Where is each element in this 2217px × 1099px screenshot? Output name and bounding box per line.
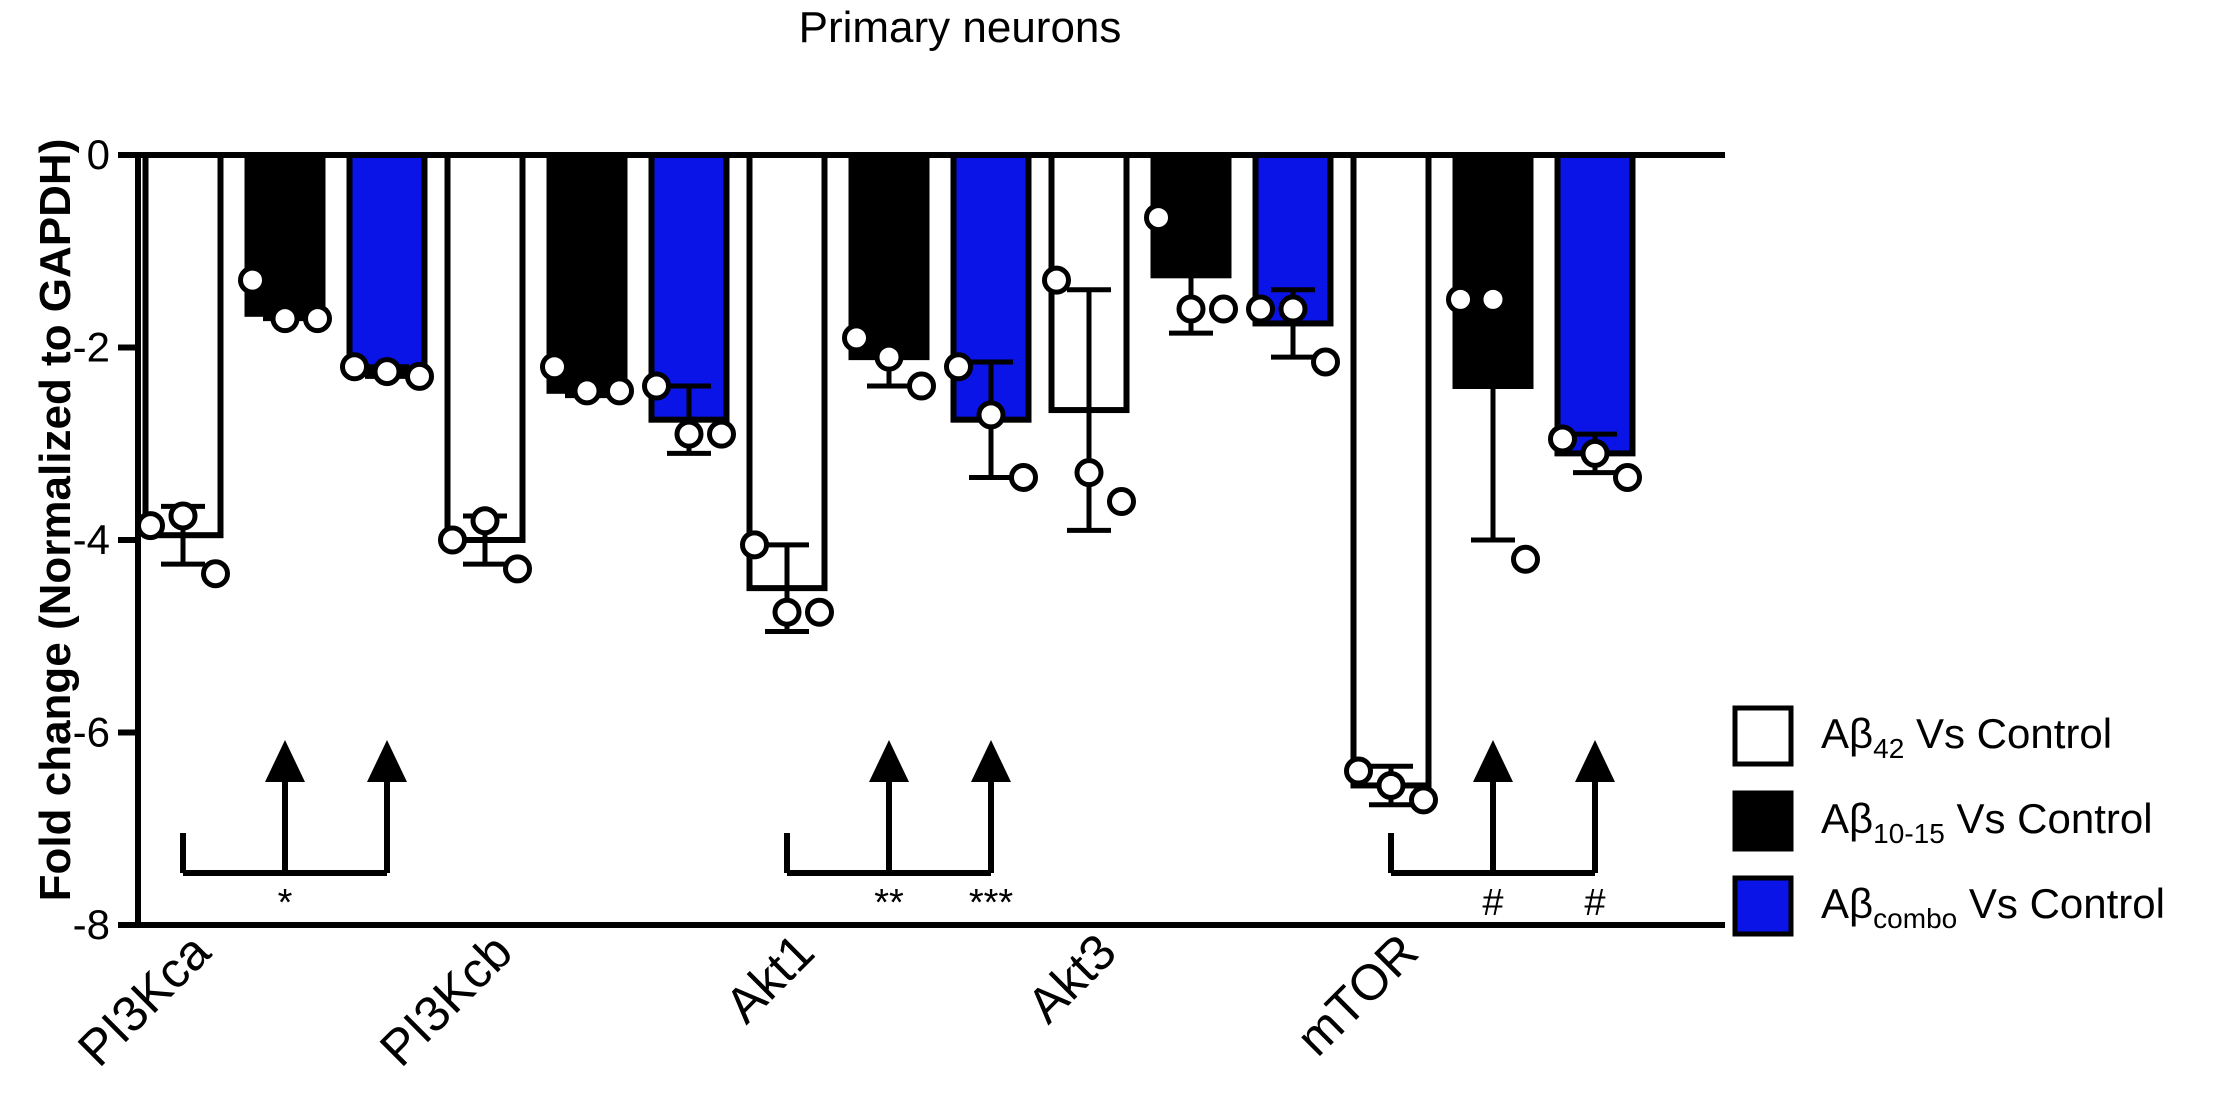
legend-swatch (1732, 705, 1794, 767)
data-point (1478, 284, 1508, 314)
data-point (340, 352, 369, 382)
bars (136, 152, 1642, 815)
data-point (1580, 438, 1610, 468)
chart-title: Primary neurons (799, 3, 1122, 52)
bar (444, 152, 526, 543)
bar (746, 152, 828, 592)
data-point (1074, 458, 1104, 488)
y-tick-label: -6 (73, 709, 110, 756)
data-point (572, 376, 602, 406)
sig-label: ** (874, 882, 904, 924)
data-point (270, 304, 300, 334)
category-label: mTOR (1286, 923, 1429, 1066)
y-tick-label: -8 (73, 901, 110, 948)
data-point (540, 352, 569, 382)
data-point (772, 597, 802, 627)
category-label: PI3Kcb (369, 923, 523, 1077)
data-point (1176, 294, 1206, 324)
data-point (707, 419, 736, 449)
data-point (842, 323, 871, 353)
bar (848, 152, 930, 361)
data-point (438, 525, 467, 555)
data-point (642, 371, 671, 401)
data-point (470, 506, 500, 536)
data-point (303, 304, 332, 334)
data-point (238, 265, 267, 295)
sig-arrow-head (265, 740, 305, 782)
legend-label: Aβ42 Vs Control (1821, 710, 2112, 764)
bar (546, 152, 628, 394)
data-point (674, 419, 704, 449)
data-point (907, 371, 936, 401)
category-label: Akt1 (714, 923, 824, 1033)
data-point (944, 352, 973, 382)
sig-arrow-head (869, 740, 909, 782)
sig-label: # (1584, 882, 1605, 924)
data-point (1144, 203, 1173, 233)
data-point (976, 400, 1006, 430)
data-point (874, 342, 904, 372)
data-point (1278, 294, 1308, 324)
data-point (1446, 284, 1475, 314)
sig-label: * (278, 882, 293, 924)
data-point (136, 511, 165, 541)
y-tick-label: -2 (73, 324, 110, 371)
data-point (168, 501, 198, 531)
y-tick-label: 0 (87, 131, 110, 178)
category-label: Akt3 (1016, 923, 1126, 1033)
data-point (372, 357, 402, 387)
bar (1554, 152, 1636, 457)
data-point (605, 376, 634, 406)
data-point (503, 554, 532, 584)
data-point (1613, 462, 1642, 492)
data-point (1246, 294, 1275, 324)
sig-label: *** (969, 882, 1014, 924)
bar (1350, 152, 1432, 789)
data-point (740, 530, 769, 560)
legend-label: Aβcombo Vs Control (1821, 880, 2165, 934)
data-point (1376, 770, 1406, 800)
sig-arrow-head (971, 740, 1011, 782)
data-point (405, 361, 434, 391)
data-point (805, 597, 834, 627)
data-point (1548, 424, 1577, 454)
legend-swatch (1732, 875, 1794, 937)
y-tick-label: -4 (73, 516, 110, 563)
data-point (1042, 265, 1071, 295)
legend-label: Aβ10-15 Vs Control (1821, 795, 2153, 849)
bar (142, 152, 224, 539)
data-point (1009, 462, 1038, 492)
sig-label: # (1482, 882, 1503, 924)
sig-arrow-head (367, 740, 407, 782)
data-point (1209, 294, 1238, 324)
data-point (1511, 544, 1540, 574)
data-point (1311, 347, 1340, 377)
sig-arrow-head (1473, 740, 1513, 782)
bar (346, 152, 428, 375)
y-axis-label: Fold change (Normalized to GAPDH) (31, 139, 80, 902)
sig-arrow-head (1575, 740, 1615, 782)
data-point (1344, 756, 1373, 786)
data-point (1409, 785, 1438, 815)
data-point (201, 559, 230, 589)
data-point (1107, 487, 1136, 516)
significance-annotations: ******## (180, 740, 1615, 924)
legend-swatch (1732, 790, 1794, 852)
